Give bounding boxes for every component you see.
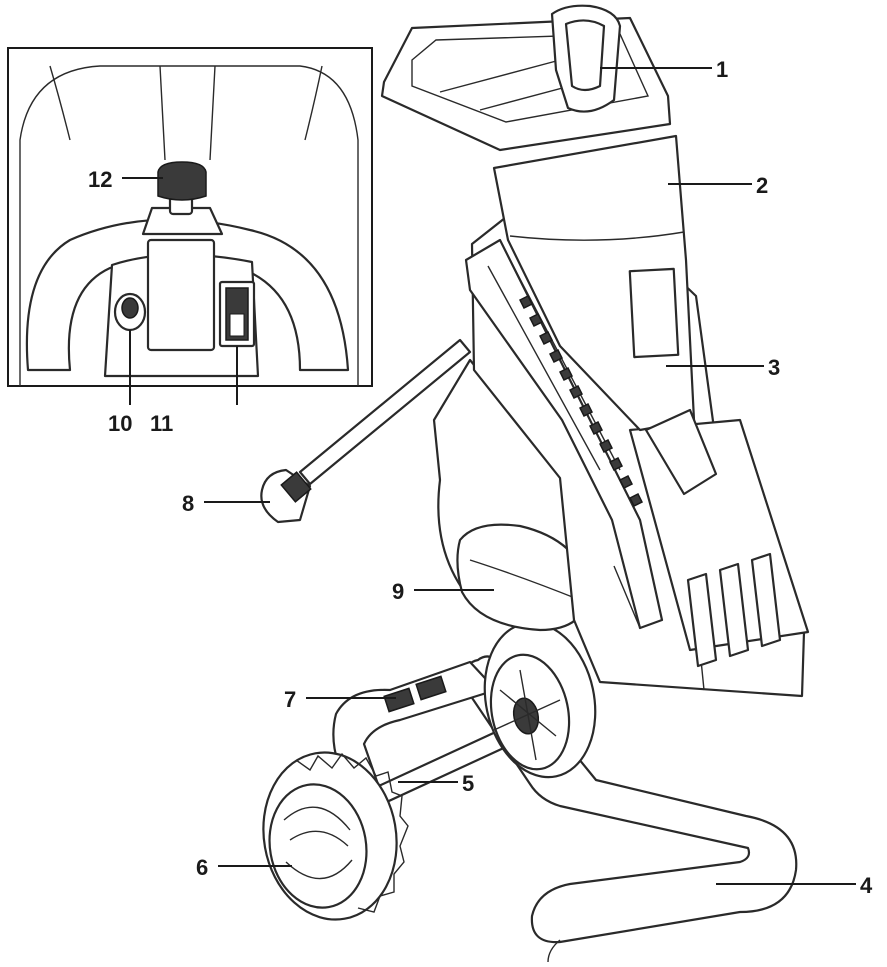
callout-3: 3 xyxy=(768,355,780,380)
reset-button-10 xyxy=(113,292,147,332)
callout-7: 7 xyxy=(284,687,296,712)
plug-8 xyxy=(260,338,472,524)
callout-12: 12 xyxy=(88,167,112,192)
leader-lines xyxy=(204,67,856,885)
callout-11: 11 xyxy=(150,411,173,436)
knob-12 xyxy=(141,161,224,236)
callout-8: 8 xyxy=(182,491,194,516)
callout-4: 4 xyxy=(860,873,873,898)
callout-2: 2 xyxy=(756,173,768,198)
clamp-7 xyxy=(383,675,447,713)
callout-5: 5 xyxy=(462,771,474,796)
ribs xyxy=(518,294,644,508)
callout-6: 6 xyxy=(196,855,208,880)
callout-labels: 1 2 3 4 5 6 7 8 9 10 11 12 xyxy=(88,57,873,898)
vents xyxy=(686,552,782,668)
motor-9 xyxy=(432,358,592,632)
control-panel-inset xyxy=(7,47,373,405)
rear-wheel xyxy=(483,621,597,779)
wheel-6 xyxy=(262,751,409,921)
axle-5 xyxy=(368,728,510,808)
main-body xyxy=(464,134,810,698)
callout-10: 10 xyxy=(108,411,132,436)
switch-11 xyxy=(218,280,256,348)
hopper-1 xyxy=(380,4,672,152)
shredder-illustration xyxy=(260,4,810,963)
callout-1: 1 xyxy=(716,57,728,82)
callout-9: 9 xyxy=(392,579,404,604)
